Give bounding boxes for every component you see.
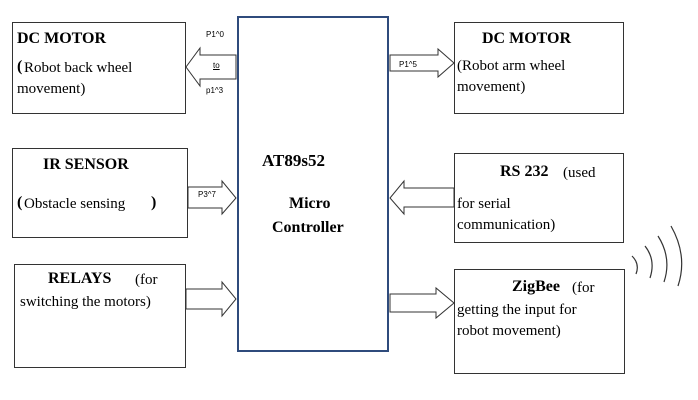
microcontroller-label-line2: Controller <box>272 219 344 236</box>
ir-sensor-title: IR SENSOR <box>43 156 129 173</box>
microcontroller-block <box>237 16 389 352</box>
relays-title-note: (for <box>135 272 158 288</box>
dc-motor-right-title: DC MOTOR <box>482 30 572 47</box>
wireless-signal-icon <box>631 225 683 287</box>
dc-motor-left-line2: movement) <box>17 81 86 97</box>
rs232-title-note: (used <box>563 165 596 181</box>
dc-motor-left-paren: ( <box>17 58 23 75</box>
dc-motor-right-block <box>454 22 624 114</box>
arrow-to-dc-motor-right <box>389 47 455 79</box>
rs232-title: RS 232 <box>500 163 549 180</box>
zigbee-block <box>454 269 625 374</box>
dc-motor-right-line1: (Robot arm wheel <box>457 58 566 74</box>
dc-motor-left-line1: Robot back wheel <box>24 60 133 76</box>
rs232-line2: communication) <box>457 217 556 233</box>
zigbee-title-note: (for <box>572 280 595 296</box>
microcontroller-label-line1: Micro <box>289 195 331 212</box>
pin-label-to: to <box>213 61 220 70</box>
arrow-from-rs232 <box>389 179 455 216</box>
zigbee-title: ZigBee <box>512 278 560 295</box>
arrow-from-relays <box>185 280 237 318</box>
arrow-from-ir-sensor <box>187 179 237 216</box>
ir-sensor-line1: Obstacle sensing <box>24 196 126 212</box>
pin-label-p1-0: P1^0 <box>206 30 224 39</box>
ir-sensor-block <box>12 148 188 238</box>
dc-motor-left-title: DC MOTOR <box>17 30 107 47</box>
arrow-to-zigbee <box>389 286 455 320</box>
pin-label-p1-3: p1^3 <box>206 86 224 95</box>
zigbee-line1: getting the input for <box>457 302 577 318</box>
pin-label-p1-5: P1^5 <box>399 60 417 69</box>
ir-sensor-paren-open: ( <box>17 194 23 211</box>
pin-label-p3-7: P3^7 <box>198 190 216 199</box>
arrow-to-dc-motor-left <box>185 46 237 88</box>
rs232-line1: for serial <box>457 196 511 212</box>
ir-sensor-paren-close: ) <box>151 194 157 211</box>
rs232-block <box>454 153 624 243</box>
relays-block <box>14 264 186 368</box>
dc-motor-right-line2: movement) <box>457 79 526 95</box>
relays-title: RELAYS <box>48 270 112 287</box>
dc-motor-left-block <box>12 22 186 114</box>
relays-line1: switching the motors) <box>20 294 151 310</box>
zigbee-line2: robot movement) <box>457 323 561 339</box>
microcontroller-model: AT89s52 <box>262 151 325 170</box>
